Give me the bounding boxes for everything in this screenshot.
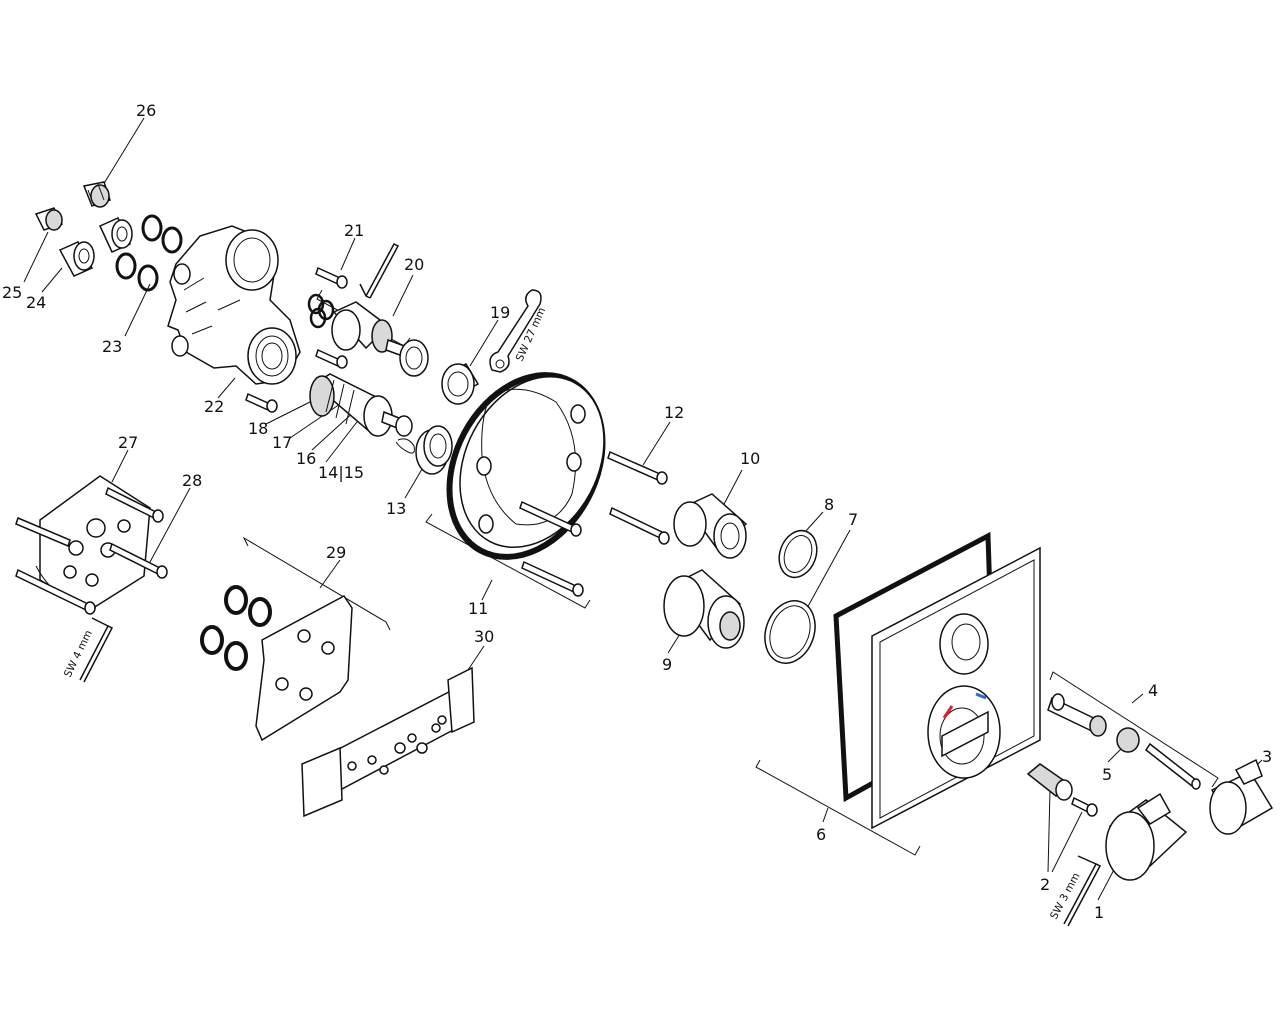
label-part-17: 17 (272, 433, 292, 452)
part-7-ring (764, 600, 816, 664)
part-11-wall-plate (446, 372, 606, 560)
label-part-26: 26 (136, 101, 156, 120)
part-22-valve-body (167, 225, 301, 385)
label-part-22: 22 (204, 397, 224, 416)
label-part-23: 23 (102, 337, 122, 356)
label-part-9: 9 (662, 655, 672, 674)
part-labels: 1 2 3 4 5 6 7 8 9 10 11 12 13 14|15 16 1… (2, 101, 1272, 922)
label-part-21: 21 (344, 221, 364, 240)
part-16-thermostat-cartridge (309, 373, 415, 454)
part-2-adapter (1026, 763, 1098, 817)
hex-key-sw-4: SW 4 mm (62, 617, 114, 683)
part-28-screws (15, 486, 168, 615)
label-part-7: 7 (848, 510, 858, 529)
part-26-connector (82, 181, 111, 208)
part-13-ring-nut (415, 425, 453, 475)
label-part-16: 16 (296, 449, 316, 468)
label-part-5: 5 (1102, 765, 1112, 784)
label-part-24: 24 (26, 293, 46, 312)
hex-key-sw-3: SW 3 mm (1048, 855, 1102, 927)
part-bushing-upper (99, 217, 133, 253)
label-part-30: 30 (474, 627, 494, 646)
part-6-trim-plate (833, 531, 1041, 830)
label-part-29: 29 (326, 543, 346, 562)
label-part-3: 3 (1262, 747, 1272, 766)
part-29-gasket (200, 585, 353, 742)
part-5-adapter (1116, 727, 1140, 753)
label-part-18: 18 (248, 419, 268, 438)
part-19-nut (441, 363, 480, 405)
label-part-27: 27 (118, 433, 138, 452)
label-part-1: 1 (1094, 903, 1104, 922)
part-4-spindle-set (1047, 693, 1201, 790)
part-12-screws (519, 450, 670, 597)
label-part-8: 8 (824, 495, 834, 514)
part-24-bushing (58, 241, 95, 277)
label-part-11: 11 (468, 599, 488, 618)
hex-key-small-label: SW 3 mm (1048, 871, 1082, 922)
part-8-ring (778, 529, 818, 579)
part-25-connector (34, 207, 64, 231)
part-10-sleeve (673, 493, 748, 559)
part-3-shutoff-knob (1209, 758, 1274, 835)
label-part-6: 6 (816, 825, 826, 844)
part-21-screws (245, 266, 348, 413)
label-part-2: 2 (1040, 875, 1050, 894)
label-part-13: 13 (386, 499, 406, 518)
label-part-20: 20 (404, 255, 424, 274)
label-part-12: 12 (664, 403, 684, 422)
label-part-4: 4 (1148, 681, 1158, 700)
label-part-28: 28 (182, 471, 202, 490)
part-23-o-rings (115, 214, 183, 292)
label-part-25: 25 (2, 283, 22, 302)
hex-key-small-top (359, 243, 400, 299)
leader-lines (23, 117, 1263, 901)
part-9-extension (663, 569, 745, 649)
label-part-19: 19 (490, 303, 510, 322)
part-30-bracket (301, 666, 475, 818)
label-part-10: 10 (740, 449, 760, 468)
part-1-thermostat-knob (1105, 792, 1188, 881)
part-20-cartridge (307, 293, 429, 377)
label-part-14-15: 14|15 (318, 463, 364, 482)
